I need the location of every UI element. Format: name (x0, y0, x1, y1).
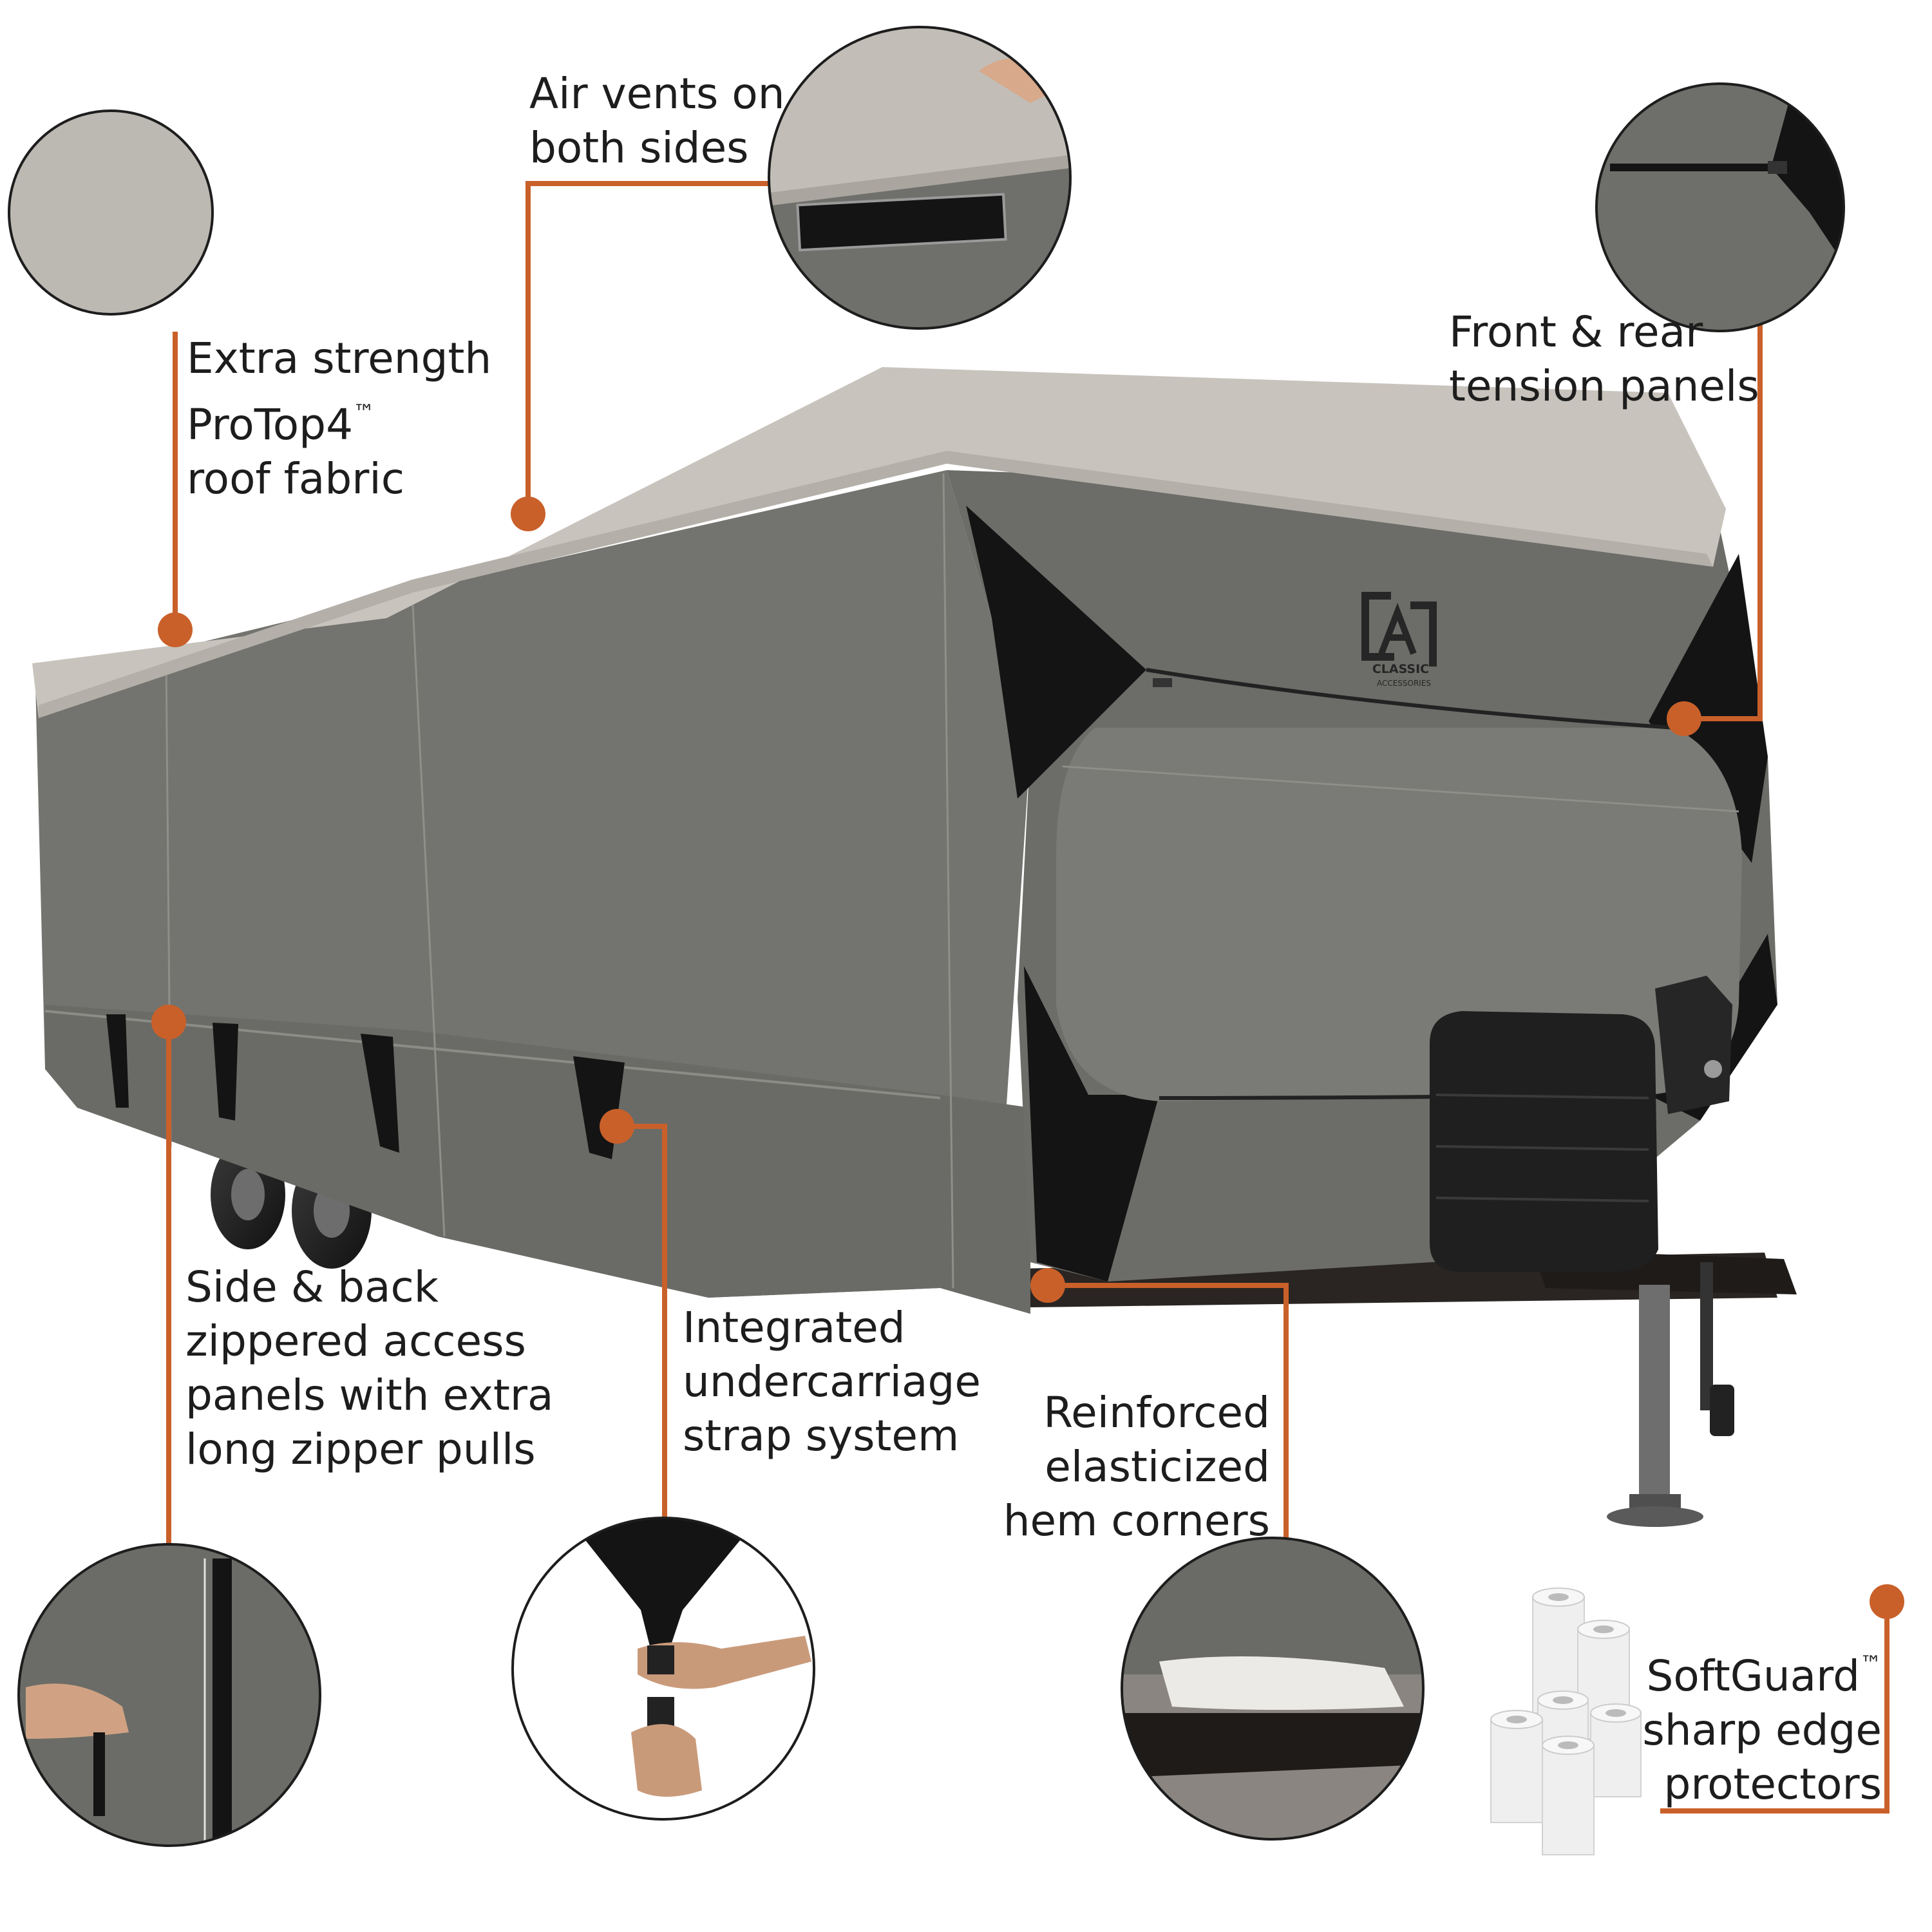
protector-roll (1590, 1703, 1642, 1797)
callout-dots (151, 497, 1904, 1619)
logo-text-line1: CLASSIC (1372, 662, 1429, 676)
tension-panels-line2: tension panels (1449, 361, 1759, 411)
roof-fabric-label: Extra strength ProTop4™ roof fabric (187, 332, 491, 506)
logo-text-line2: ACCESSORIES (1377, 679, 1431, 688)
strap-system-line1: Integrated (683, 1303, 905, 1352)
access-panels-line2: zippered access (185, 1316, 526, 1366)
roof-fabric-product-name: ProTop4 (187, 400, 354, 450)
strap-detail-circle (511, 1517, 815, 1821)
softguard-protectors (1490, 1587, 1642, 1855)
softguard-line1: SoftGuard™ (1636, 1637, 1882, 1703)
strap-system-line2: undercarriage (683, 1357, 981, 1406)
trailer: CLASSIC ACCESSORIES (32, 367, 1797, 1527)
tension-panel-top-left (966, 506, 1146, 799)
trademark-symbol: ™ (353, 400, 375, 426)
access-panels-line3: panels with extra (185, 1370, 554, 1420)
protector-roll (1542, 1736, 1595, 1855)
softguard-line2: sharp edge (1642, 1705, 1882, 1755)
protector-roll (1490, 1710, 1543, 1823)
zipper-panel-detail-circle (17, 1543, 321, 1847)
tension-panels-line1: Front & rear (1449, 307, 1703, 357)
hem-corners-line2: elasticized (1045, 1442, 1270, 1492)
access-panels-line1: Side & back (185, 1262, 439, 1312)
air-vents-line1: Air vents on (529, 69, 785, 118)
air-vent-detail-circle (768, 26, 1072, 330)
tension-panel-detail-circle (1595, 82, 1845, 332)
softguard-line3: protectors (1663, 1759, 1882, 1809)
roof-fabric-line3: roof fabric (187, 454, 404, 504)
softguard-label: SoftGuard™ sharp edge protectors (1636, 1637, 1882, 1812)
tension-panel-bottom-left (1024, 966, 1159, 1282)
hem-corners-line3: hem corners (1003, 1496, 1270, 1546)
cover-roof (32, 367, 1726, 718)
strap-system-label: Integrated undercarriage strap system (683, 1301, 981, 1463)
air-vents-label: Air vents on both sides (529, 67, 785, 175)
access-panels-line4: long zipper pulls (185, 1425, 536, 1474)
hem-corners-line1: Reinforced (1043, 1388, 1270, 1437)
brand-logo: CLASSIC ACCESSORIES (1361, 592, 1437, 688)
roof-fabric-detail-circle (8, 109, 214, 316)
tension-panel-top-right (1649, 554, 1768, 863)
hem-corner-detail-circle (1121, 1537, 1425, 1841)
hem-corners-label: Reinforced elasticized hem corners (992, 1386, 1270, 1548)
access-panels-label: Side & back zippered access panels with … (185, 1260, 553, 1477)
roof-fabric-line2: ProTop4™ (187, 386, 491, 452)
propane-box (1430, 976, 1732, 1272)
trademark-symbol: ™ (1860, 1651, 1882, 1677)
cover-front-oval (1056, 728, 1742, 1101)
tension-panels-label: Front & rear tension panels (1449, 305, 1759, 413)
softguard-product-name: SoftGuard (1646, 1651, 1860, 1701)
air-vents-line2: both sides (529, 123, 749, 173)
roof-fabric-line1: Extra strength (187, 334, 492, 383)
strap-system-line3: strap system (683, 1411, 960, 1461)
